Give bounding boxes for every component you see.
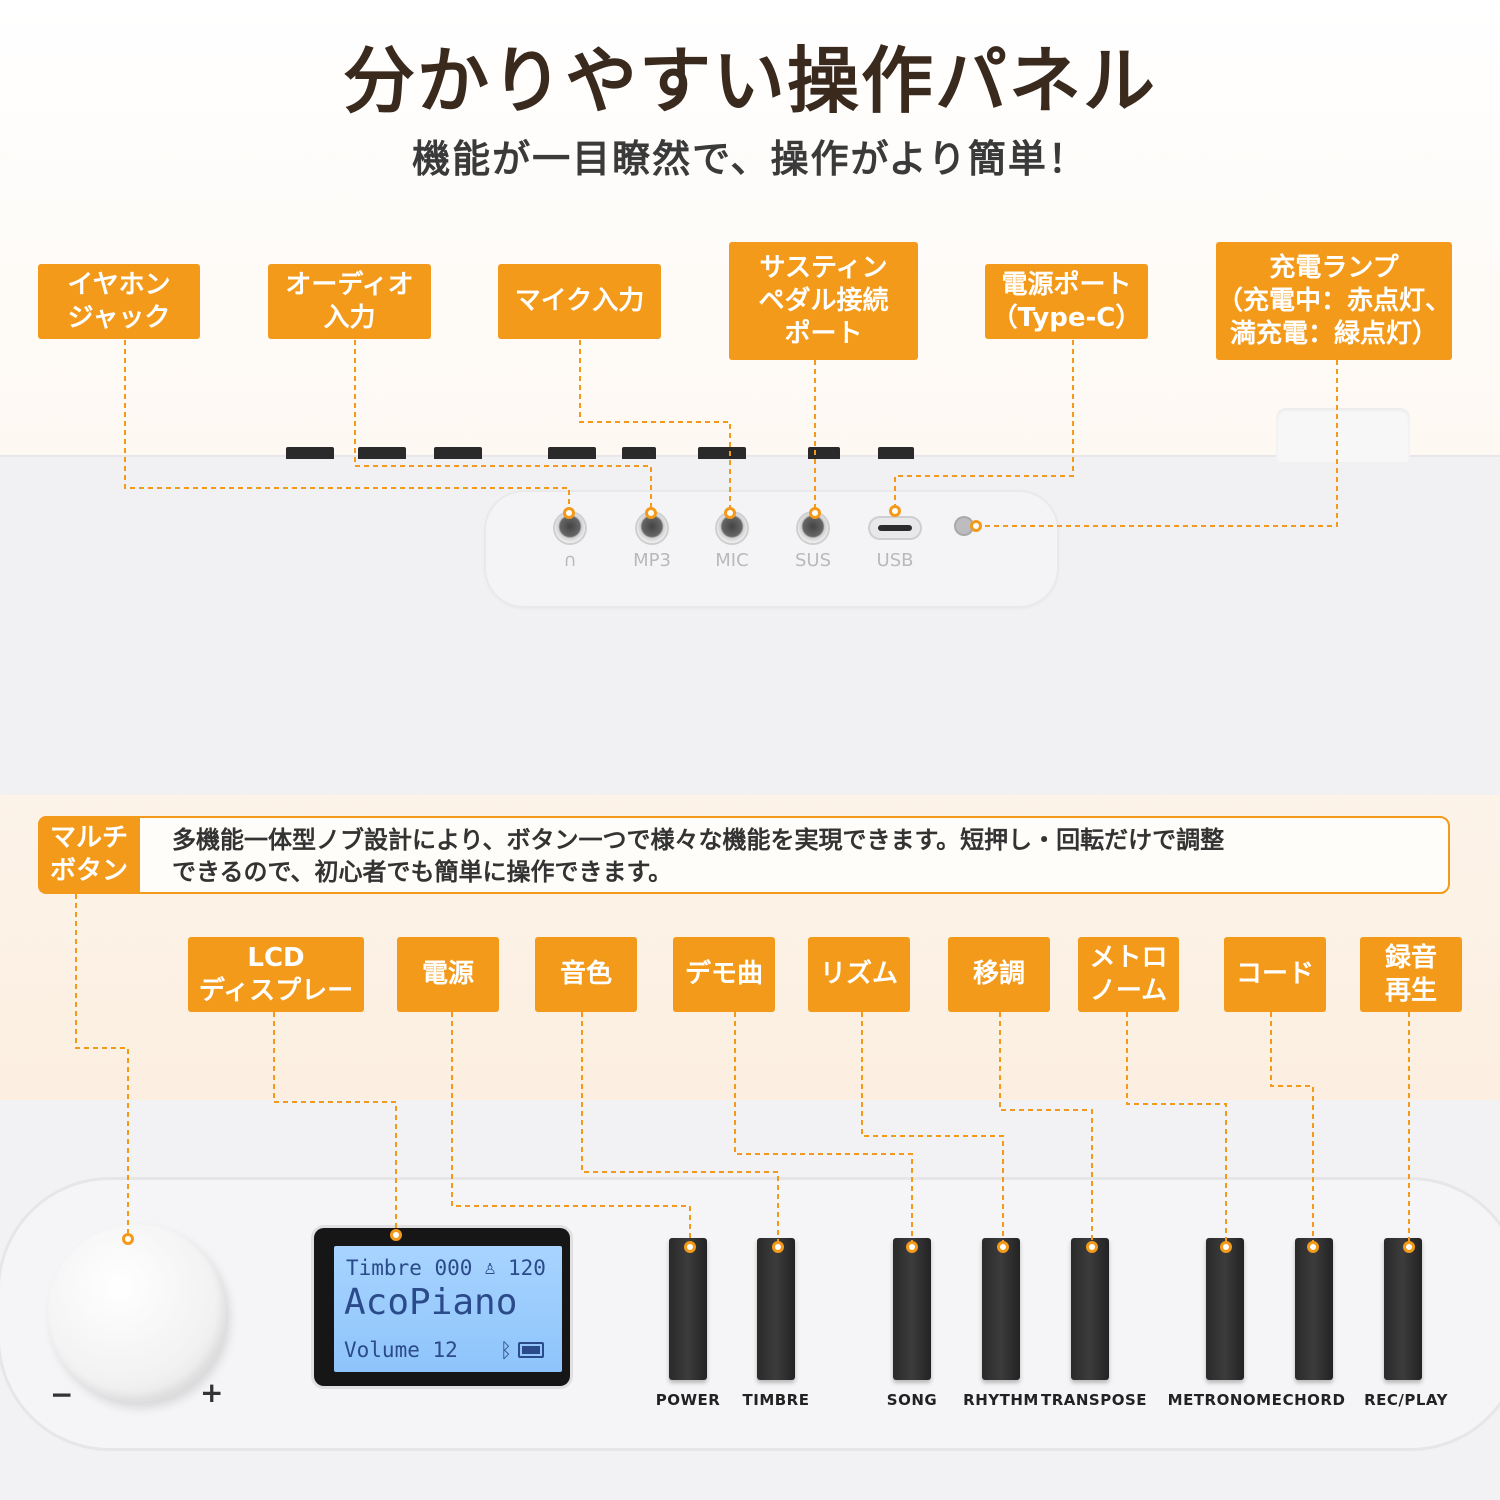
rear-tab <box>548 447 596 459</box>
mic-label: MIC <box>715 550 749 571</box>
leader-dot <box>809 507 821 519</box>
usb-c-port[interactable] <box>868 516 922 540</box>
leader-chord <box>1270 1012 1314 1246</box>
callout-chord: コード <box>1224 937 1326 1012</box>
callout-timbre: 音色 <box>535 937 637 1012</box>
leader-dot <box>1307 1241 1319 1253</box>
multi-button-description: 多機能一体型ノブ設計により、ボタン一つで様々な機能を実現できます。短押し・回転だ… <box>172 826 1225 886</box>
leader-song <box>734 1012 913 1246</box>
lcd-timbre-line: Timbre 000 <box>346 1256 473 1280</box>
callout-transpose: 移調 <box>948 937 1050 1012</box>
metronome-button[interactable] <box>1206 1238 1244 1380</box>
leader-charge-lamp <box>978 360 1338 527</box>
control-panel <box>0 1180 1500 1448</box>
multi-knob[interactable] <box>48 1224 226 1402</box>
timbre-button[interactable] <box>757 1238 795 1380</box>
charge-led <box>956 518 972 534</box>
metronome-icon: ♙ <box>484 1255 497 1279</box>
leader-dot <box>906 1241 918 1253</box>
rhythm-button[interactable] <box>982 1238 1020 1380</box>
sus-label: SUS <box>794 550 832 571</box>
usb-label: USB <box>876 550 914 571</box>
rear-tab <box>286 447 334 459</box>
headphone-icon: ∩ <box>563 550 577 571</box>
callout-demo: デモ曲 <box>673 937 775 1012</box>
callout-rhythm: リズム <box>808 937 910 1012</box>
rear-tab <box>622 447 656 459</box>
rear-tab <box>434 447 482 459</box>
leader-power <box>451 1012 691 1246</box>
rec-play-button[interactable] <box>1384 1238 1422 1380</box>
leader-lcd <box>273 1012 397 1234</box>
callout-audio-in: オーディオ 入力 <box>268 264 431 339</box>
leader-dot <box>645 507 657 519</box>
leader-knob <box>75 894 129 1238</box>
callout-rec-play: 録音 再生 <box>1360 937 1462 1012</box>
leader-mic <box>579 340 731 516</box>
mp3-label: MP3 <box>633 550 671 571</box>
leader-audio-in <box>354 340 652 516</box>
leader-dot <box>684 1241 696 1253</box>
key-label-chord: CHORD <box>1282 1391 1346 1409</box>
leader-dot <box>1086 1241 1098 1253</box>
callout-metronome: メトロ ノーム <box>1078 937 1179 1012</box>
leader-rhythm <box>861 1012 1004 1246</box>
page-subtitle: 機能が一目瞭然で、操作がより簡単！ <box>412 137 1088 181</box>
knob-minus: − <box>50 1378 74 1411</box>
multi-button-box <box>38 816 1450 894</box>
leader-dot <box>390 1229 402 1241</box>
battery-icon <box>518 1342 544 1358</box>
leader-dot <box>997 1241 1009 1253</box>
chord-button[interactable] <box>1295 1238 1333 1380</box>
transpose-button[interactable] <box>1071 1238 1109 1380</box>
callout-power-port: 電源ポート （Type-C） <box>985 264 1148 339</box>
leader-metronome <box>1126 1012 1227 1246</box>
key-label-transpose: TRANSPOSE <box>1040 1391 1148 1409</box>
callout-lcd: LCD ディスプレー <box>188 937 364 1012</box>
leader-dot <box>1220 1241 1232 1253</box>
key-label-power: POWER <box>655 1391 721 1409</box>
leader-dot <box>1403 1241 1415 1253</box>
rear-tab <box>698 447 746 459</box>
leader-dot <box>724 507 736 519</box>
song-button[interactable] <box>893 1238 931 1380</box>
key-label-metronome: METRONOME <box>1167 1391 1283 1409</box>
key-label-song: SONG <box>886 1391 938 1409</box>
leader-power-port <box>894 340 1074 512</box>
leader-dot <box>772 1241 784 1253</box>
leader-dot <box>122 1233 134 1245</box>
key-label-rhythm: RHYTHM <box>963 1391 1039 1409</box>
callout-mic-in: マイク入力 <box>498 264 661 339</box>
leader-timbre <box>581 1012 779 1246</box>
power-button[interactable] <box>669 1238 707 1380</box>
leader-dot <box>563 507 575 519</box>
leader-dot <box>970 520 982 532</box>
leader-transpose <box>999 1012 1093 1246</box>
callout-sustain: サスティン ペダル接続 ポート <box>729 242 918 360</box>
lcd-tempo: 120 <box>508 1256 546 1280</box>
knob-top-edge <box>1276 408 1410 462</box>
callout-earphone: イヤホン ジャック <box>38 264 200 339</box>
lcd-voice-name: AcoPiano <box>344 1282 518 1323</box>
port-panel <box>484 490 1059 608</box>
callout-charge-lamp: 充電ランプ （充電中：赤点灯、 満充電：緑点灯） <box>1216 242 1452 360</box>
multi-button-tag: マルチ ボタン <box>38 816 140 894</box>
knob-plus: + <box>200 1376 224 1409</box>
bluetooth-icon: ᛒ <box>500 1338 512 1362</box>
leader-dot <box>889 505 901 517</box>
rear-tab <box>878 447 914 459</box>
page-title: 分かりやすい操作パネル <box>342 39 1157 123</box>
leader-earphone <box>124 340 570 516</box>
rear-tab <box>358 447 406 459</box>
callout-power: 電源 <box>397 937 499 1012</box>
key-label-timbre: TIMBRE <box>742 1391 810 1409</box>
lcd-volume-line: Volume 12 <box>344 1338 458 1362</box>
key-label-rec-play: REC/PLAY <box>1364 1391 1448 1409</box>
